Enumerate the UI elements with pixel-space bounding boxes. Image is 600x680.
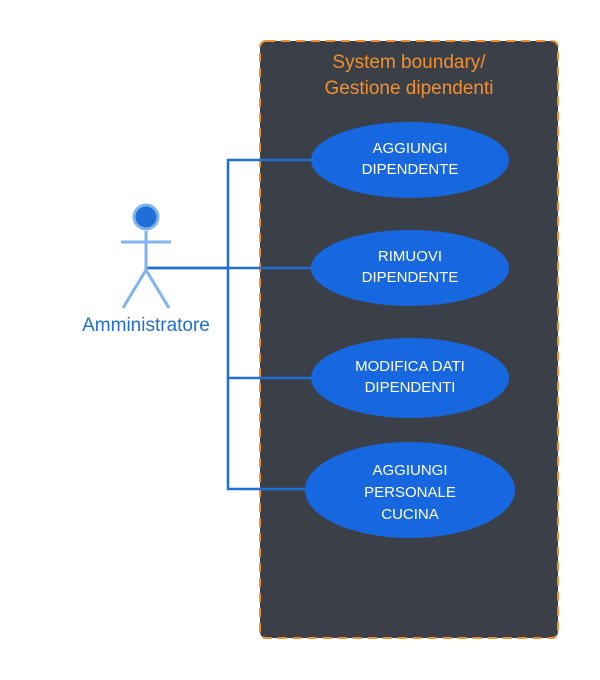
- use-case-label-line: AGGIUNGI: [372, 462, 447, 479]
- boundary-title-line-1: System boundary/: [332, 52, 486, 73]
- use-case-label-line: PERSONALE: [364, 484, 456, 501]
- use-case-label-line: DIPENDENTE: [362, 269, 459, 286]
- use-case-label-line: RIMUOVI: [378, 248, 442, 265]
- connector-aggiungi-personale: [226, 378, 306, 491]
- use-case-ellipse[interactable]: [311, 122, 509, 198]
- use-case-aggiungi-dipendente[interactable]: AGGIUNGI DIPENDENTE: [311, 122, 509, 198]
- use-case-aggiungi-personale-cucina[interactable]: AGGIUNGI PERSONALE CUCINA: [305, 442, 515, 538]
- connectors: [146, 158, 311, 491]
- use-case-rimuovi-dipendente[interactable]: RIMUOVI DIPENDENTE: [311, 230, 509, 306]
- actor-head: [132, 203, 160, 231]
- stick-figure-icon: [121, 203, 171, 309]
- use-case-label-line: MODIFICA DATI: [355, 358, 465, 375]
- actor-administrator: Amministratore: [82, 203, 210, 336]
- use-case-label-line: DIPENDENTI: [365, 379, 456, 396]
- boundary-title-line-2: Gestione dipendenti: [324, 78, 493, 99]
- actor-left-leg: [121, 269, 148, 309]
- actor-right-leg: [144, 269, 171, 309]
- use-case-ellipse[interactable]: [311, 230, 509, 306]
- use-case-ellipse[interactable]: [311, 338, 509, 418]
- use-case-label-line: CUCINA: [381, 506, 439, 523]
- use-case-label-line: AGGIUNGI: [372, 140, 447, 157]
- actor-label: Amministratore: [82, 315, 210, 336]
- use-case-label-line: DIPENDENTE: [362, 161, 459, 178]
- use-case-ellipse[interactable]: [305, 442, 515, 538]
- use-case-modifica-dati-dipendenti[interactable]: MODIFICA DATI DIPENDENTI: [311, 338, 509, 418]
